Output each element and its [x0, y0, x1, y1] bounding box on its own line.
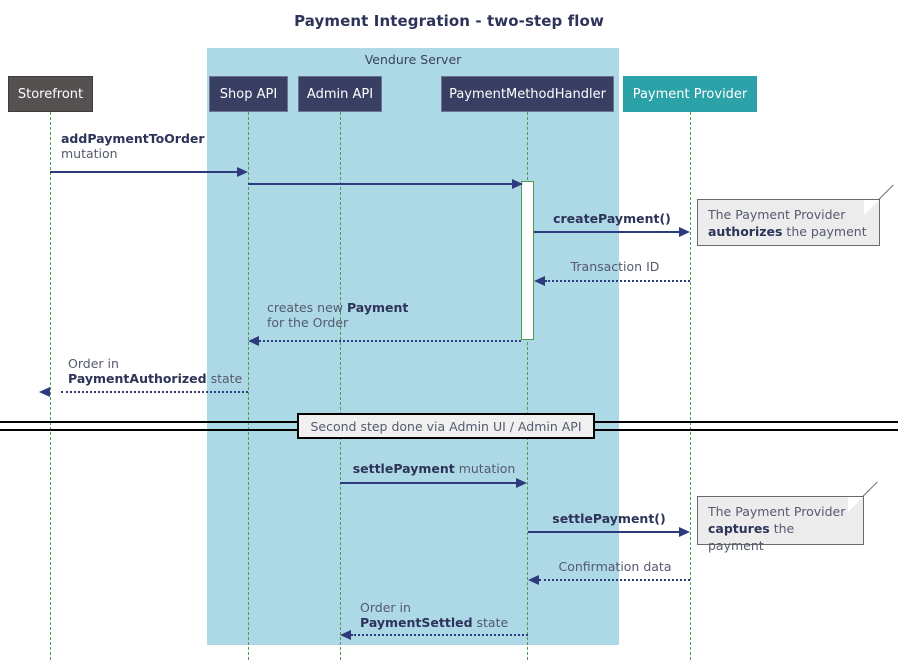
note-authorizes-line2: authorizes the payment: [708, 223, 869, 240]
arrowhead-confirmation-data: [528, 575, 539, 585]
lifeline-storefront: [50, 112, 51, 660]
participant-storefront-label: Storefront: [17, 86, 84, 102]
arrowhead-order-payment-settled: [340, 630, 351, 640]
vendure-server-group-label: Vendure Server: [364, 52, 462, 67]
message-label-order-payment-settled-l1: Order in: [360, 600, 411, 615]
message-label-order-payment-settled-l2b: PaymentSettled: [360, 615, 473, 630]
note-authorizes-plain: the payment: [782, 224, 867, 239]
arrowhead-transaction-id: [534, 276, 545, 286]
message-arrow-order-payment-authorized: [61, 391, 248, 393]
page-title: Payment Integration - two-step flow: [294, 12, 604, 30]
message-label-creates-new-payment: creates new Payment for the Order: [267, 300, 527, 330]
participant-payment-provider-label: Payment Provider: [632, 86, 748, 102]
message-arrow-add-payment-to-order: [50, 171, 238, 173]
arrowhead-settle-payment-call: [679, 527, 690, 537]
message-label-order-payment-settled-l2p: state: [472, 615, 509, 630]
message-arrow-shop-api-to-handler: [248, 183, 516, 185]
message-label-confirmation-data-text: Confirmation data: [558, 559, 672, 574]
message-arrow-creates-new-payment: [259, 340, 521, 342]
message-arrow-transaction-id: [545, 280, 690, 282]
message-label-settle-payment-mutation: settlePayment mutation: [340, 461, 528, 476]
note-fold-corner-icon: [864, 200, 879, 215]
participant-admin-api[interactable]: Admin API: [298, 76, 382, 112]
arrowhead-shop-api-to-handler: [512, 179, 523, 189]
message-label-add-payment-to-order: addPaymentToOrder mutation: [61, 131, 261, 161]
lifeline-payment-method-handler: [527, 112, 528, 660]
participant-shop-api[interactable]: Shop API: [209, 76, 288, 112]
note-captures: The Payment Provider captures the paymen…: [697, 481, 878, 553]
arrowhead-order-payment-authorized: [39, 387, 50, 397]
message-label-creates-new-payment-l1p: creates new: [267, 300, 347, 315]
message-label-order-payment-authorized-l2b: PaymentAuthorized: [68, 371, 207, 386]
message-arrow-order-payment-settled: [351, 634, 528, 636]
note-captures-line1: The Payment Provider: [708, 504, 846, 519]
note-captures-plain: the payment: [708, 521, 795, 553]
message-arrow-create-payment: [534, 231, 679, 233]
participant-admin-api-label: Admin API: [306, 86, 374, 102]
message-label-confirmation-data: Confirmation data: [540, 559, 690, 574]
message-arrow-settle-payment-mutation: [340, 482, 517, 484]
participant-shop-api-label: Shop API: [219, 86, 278, 102]
participant-payment-method-handler[interactable]: PaymentMethodHandler: [441, 76, 614, 112]
message-arrow-settle-payment-call: [528, 531, 679, 533]
activation-bar-payment-method-handler: [521, 181, 534, 340]
divider-box: Second step done via Admin UI / Admin AP…: [297, 413, 595, 439]
message-label-create-payment: createPayment(): [534, 211, 690, 226]
message-arrow-confirmation-data: [539, 579, 690, 581]
message-label-order-payment-authorized: Order in PaymentAuthorized state: [68, 356, 318, 386]
participant-storefront[interactable]: Storefront: [8, 76, 93, 112]
message-label-creates-new-payment-l2: for the Order: [267, 315, 349, 330]
message-label-settle-payment-call-bold: settlePayment(): [552, 511, 666, 526]
note-authorizes: The Payment Provider authorizes the paym…: [697, 184, 894, 246]
message-label-order-payment-authorized-l1: Order in: [68, 356, 119, 371]
lifeline-admin-api: [340, 112, 341, 660]
participant-payment-provider[interactable]: Payment Provider: [623, 76, 757, 112]
note-fold-edge-2: [862, 481, 878, 497]
message-label-order-payment-settled: Order in PaymentSettled state: [360, 600, 610, 630]
message-label-create-payment-bold: createPayment(): [553, 211, 671, 226]
arrowhead-creates-new-payment: [248, 336, 259, 346]
arrowhead-add-payment-to-order: [237, 167, 248, 177]
message-label-order-payment-authorized-l2p: state: [206, 371, 243, 386]
divider-label: Second step done via Admin UI / Admin AP…: [310, 418, 582, 434]
message-label-add-payment-to-order-plain: mutation: [61, 146, 118, 161]
message-label-settle-payment-mutation-plain: mutation: [454, 461, 516, 476]
message-label-transaction-id-text: Transaction ID: [570, 259, 660, 274]
lifeline-shop-api: [248, 112, 249, 660]
message-label-settle-payment-mutation-bold: settlePayment: [352, 461, 455, 476]
message-label-add-payment-to-order-bold: addPaymentToOrder: [61, 131, 205, 146]
arrowhead-create-payment: [679, 227, 690, 237]
note-authorizes-bold: authorizes: [708, 224, 783, 239]
note-captures-line2: captures the payment: [708, 520, 853, 554]
participant-payment-method-handler-label: PaymentMethodHandler: [449, 86, 606, 102]
lifeline-payment-provider: [690, 112, 691, 660]
arrowhead-settle-payment-mutation: [516, 478, 527, 488]
note-authorizes-line1: The Payment Provider: [708, 207, 846, 222]
note-fold-edge: [878, 184, 894, 200]
message-label-transaction-id: Transaction ID: [540, 259, 690, 274]
message-label-creates-new-payment-l1b: Payment: [346, 300, 409, 315]
message-label-settle-payment-call: settlePayment(): [528, 511, 690, 526]
vendure-server-group: [207, 48, 619, 645]
note-fold-corner-icon-2: [848, 497, 863, 512]
note-captures-bold: captures: [708, 521, 770, 536]
